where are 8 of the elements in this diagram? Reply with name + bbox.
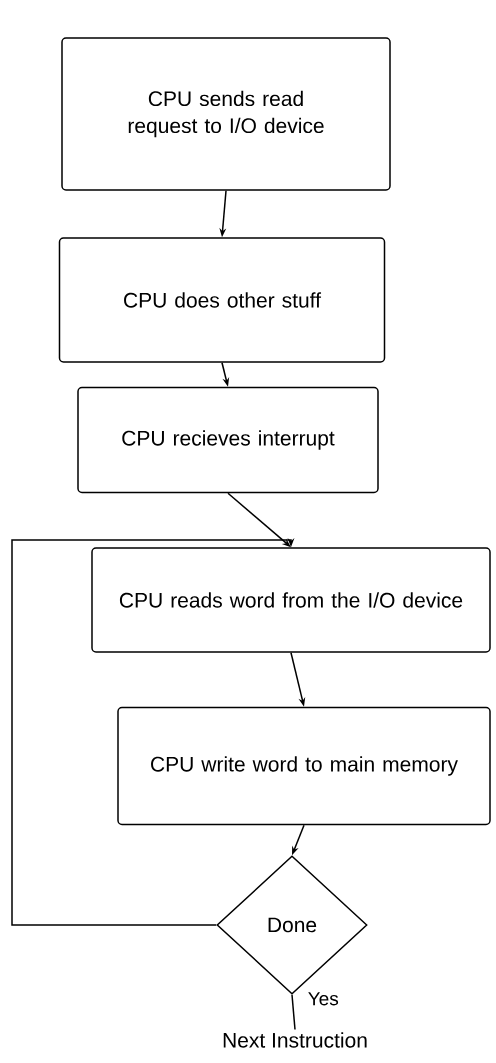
process-box: CPU recieves interrupt xyxy=(77,386,379,494)
process-box: CPU reads word from the I/O device xyxy=(91,547,491,653)
arrow xyxy=(11,538,295,926)
process-box: CPU sends read request to I/O device xyxy=(61,37,391,191)
terminal-text: Next Instruction xyxy=(223,1032,367,1048)
process-box: CPU write word to main memory xyxy=(117,706,491,826)
process-box: CPU does other stuff xyxy=(58,237,386,363)
edge-label: Yes xyxy=(308,992,339,1006)
